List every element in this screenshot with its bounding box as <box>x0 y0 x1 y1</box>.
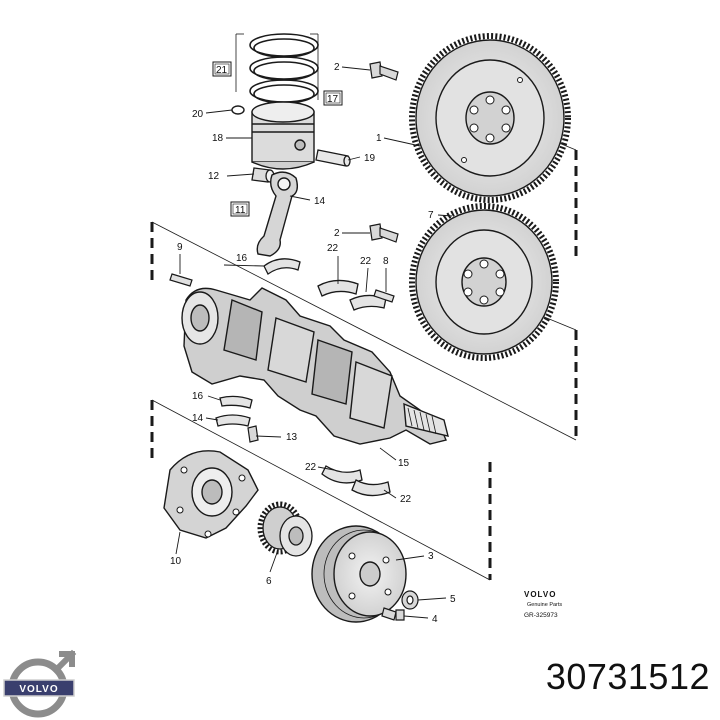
callout-19: 19 <box>364 153 376 164</box>
volvo-logo-word: VOLVO <box>19 684 58 695</box>
callout-6: 6 <box>266 576 272 587</box>
circlip <box>231 105 245 115</box>
callout-16-lower: 16 <box>192 391 204 402</box>
callout-3: 3 <box>428 551 434 562</box>
callout-15: 15 <box>398 458 410 469</box>
callout-22-c: 22 <box>305 462 317 473</box>
callout-7: 7 <box>428 210 434 221</box>
brand-block-logo-word: VOLVO <box>524 590 556 599</box>
part-number: 30731512 <box>545 656 710 697</box>
callout-22-b: 22 <box>360 256 372 267</box>
piston <box>251 101 315 170</box>
boxed-callout-21: 21 <box>212 61 232 77</box>
bearing-shells <box>215 258 391 497</box>
brand-block-subtitle: Genuine Parts <box>527 602 562 608</box>
callout-2-upper: 2 <box>334 62 340 73</box>
oil-pump-cover <box>163 450 259 539</box>
boxed-callout-11: 11 <box>230 201 250 217</box>
callout-labels: 2 1 2 7 8 9 16 12 14 20 18 19 22 22 16 1… <box>170 62 456 625</box>
callout-9: 9 <box>177 242 183 253</box>
callout-10: 10 <box>170 556 182 567</box>
brand-block-reference: GR-325973 <box>524 612 558 619</box>
svg-text:11: 11 <box>235 205 246 216</box>
callout-22-a: 22 <box>327 243 339 254</box>
svg-text:21: 21 <box>216 65 228 76</box>
boxed-callouts: 21 17 11 <box>212 61 343 217</box>
piston-pin <box>315 149 351 167</box>
callout-4: 4 <box>432 614 438 625</box>
svg-text:17: 17 <box>327 94 339 105</box>
callout-16-upper: 16 <box>236 253 248 264</box>
callout-5: 5 <box>450 594 456 605</box>
flywheel-bolts <box>369 61 399 243</box>
callout-14-lower: 14 <box>192 413 204 424</box>
bearing-cap-bolt <box>247 425 259 443</box>
dashed-bracket-lines <box>150 150 578 580</box>
flywheel-lower <box>409 203 559 361</box>
callout-leader-lines <box>175 66 453 619</box>
crankshaft <box>181 287 449 445</box>
piston-rings <box>249 33 319 104</box>
dowel-pins <box>169 273 395 303</box>
callout-22-d: 22 <box>400 494 412 505</box>
diagram-brand-block: VOLVO Genuine Parts GR-325973 <box>524 590 562 619</box>
boxed-callout-17: 17 <box>323 90 343 106</box>
callout-20: 20 <box>192 109 204 120</box>
callout-8: 8 <box>383 256 389 267</box>
crankshaft-pulley <box>311 525 407 623</box>
callout-2-lower: 2 <box>334 228 340 239</box>
callout-1: 1 <box>376 133 382 144</box>
callout-14-upper: 14 <box>314 196 326 207</box>
flywheel-upper <box>409 33 571 203</box>
pulley-washer-and-bolt <box>381 590 419 621</box>
callout-13: 13 <box>286 432 298 443</box>
volvo-logo: VOLVO <box>3 649 77 718</box>
callout-18: 18 <box>212 133 224 144</box>
connecting-rod <box>256 171 299 257</box>
timing-sprocket <box>257 501 313 557</box>
callout-12: 12 <box>208 171 220 182</box>
